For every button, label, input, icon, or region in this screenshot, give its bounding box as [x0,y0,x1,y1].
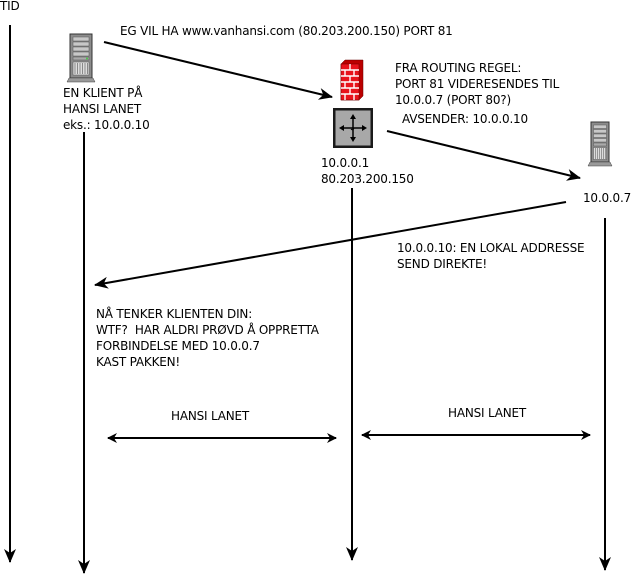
routing-rule-note: FRA ROUTING REGEL: PORT 81 VIDERESENDES … [395,60,559,108]
request-arrow [103,41,333,100]
client-label-line: HANSI LANET [63,102,142,116]
request-message: EG VIL HA www.vanhansi.com (80.203.200.1… [120,24,453,38]
destination-server-icon [587,121,613,167]
routing-rule-line: FRA ROUTING REGEL: [395,61,522,75]
client-label: EN KLIENT PÅ HANSI LANET eks.: 10.0.0.10 [63,85,150,133]
client-thought-line: FORBINDELSE MED 10.0.0.7 [96,339,260,353]
routing-rule-line: 10.0.0.7 (PORT 80?) [395,93,511,107]
client-thought-line: NÅ TENKER KLIENTEN DIN: [96,307,253,321]
client-label-line: EN KLIENT PÅ [63,86,143,100]
reply-arrow [94,201,567,289]
router-label-line: 10.0.0.1 [321,156,370,170]
lan-right-label: HANSI LANET [448,406,527,420]
client-thought-line: WTF? HAR ALDRI PRØVD Å OPPRETTA [96,323,319,337]
time-label: TID [0,0,20,13]
reply-note-line: 10.0.0.10: EN LOKAL ADDRESSE [397,241,585,255]
lan-left-label: HANSI LANET [171,409,250,423]
router-icon [333,108,373,148]
sender-note: AVSENDER: 10.0.0.10 [402,112,528,126]
firewall-icon [340,59,364,101]
client-thought-note: NÅ TENKER KLIENTEN DIN: WTF? HAR ALDRI P… [96,306,319,370]
forward-arrow [386,130,581,181]
server-label: 10.0.0.7 [583,191,632,205]
router-label-line: 80.203.200.150 [321,172,414,186]
router-label: 10.0.0.1 80.203.200.150 [321,155,414,187]
client-server-icon [66,33,96,83]
client-label-line: eks.: 10.0.0.10 [63,118,150,132]
client-thought-line: KAST PAKKEN! [96,355,181,369]
reply-note: 10.0.0.10: EN LOKAL ADDRESSE SEND DIREKT… [397,240,585,272]
routing-rule-line: PORT 81 VIDERESENDES TIL [395,77,560,91]
reply-note-line: SEND DIREKTE! [397,257,487,271]
